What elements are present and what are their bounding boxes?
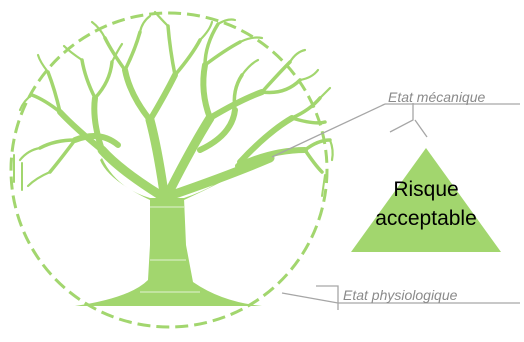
label-etat-mecanique: Etat mécanique	[388, 89, 486, 105]
leader-line-physiologique	[281, 285, 520, 310]
risk-triangle	[351, 148, 501, 252]
tree-icon	[13, 10, 334, 306]
leader-line-mecanique	[271, 103, 520, 158]
triangle-bracket	[389, 103, 414, 133]
dashed-circle	[9, 11, 329, 329]
trunk-segments	[140, 206, 200, 293]
risk-label-line2: acceptable	[375, 207, 477, 230]
label-etat-physiologique: Etat physiologique	[343, 287, 458, 303]
risk-label-line1: Risque	[393, 178, 459, 201]
